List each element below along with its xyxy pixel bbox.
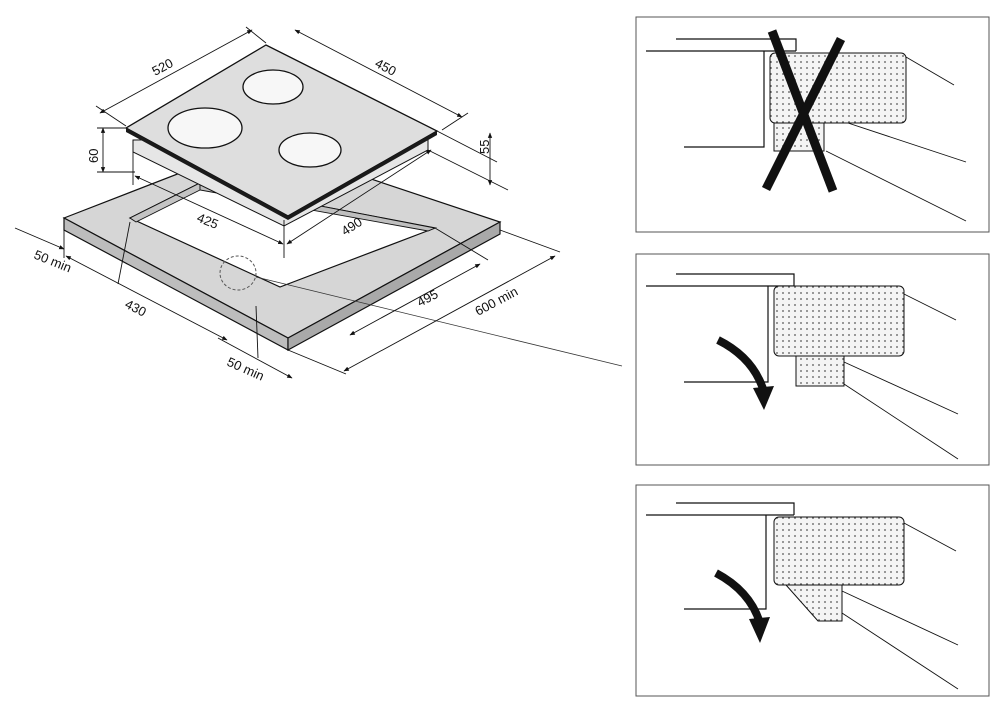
curved-arrow-icon — [716, 336, 774, 410]
hob-edge-block — [773, 285, 905, 357]
label-cutout-length: 495 — [414, 286, 440, 309]
label-hob-side-height: 55 — [477, 140, 492, 154]
detail-panel-correct-2 — [635, 484, 990, 697]
hob-base-wedge — [784, 584, 843, 622]
dimension-lines — [14, 26, 561, 379]
label-hob-depth: 450 — [373, 55, 399, 78]
hob-edge-block — [773, 516, 905, 586]
detail-circle — [219, 255, 257, 291]
hob-base-block — [795, 355, 845, 387]
burner-front-right — [278, 132, 342, 168]
label-clearance-left: 50 min — [32, 247, 74, 276]
label-clearance-front: 50 min — [225, 354, 267, 384]
label-edge-width: 430 — [123, 296, 149, 319]
label-worktop-depth: 600 min — [472, 284, 520, 319]
detail-panel-incorrect — [635, 16, 990, 233]
detail-panel-correct-1 — [635, 253, 990, 466]
burner-back — [242, 69, 304, 105]
label-hob-height: 60 — [86, 149, 101, 163]
curved-arrow-icon — [714, 569, 770, 643]
cross-mark-icon — [761, 29, 846, 193]
label-hob-width: 520 — [149, 55, 175, 78]
burner-front-left — [167, 107, 243, 149]
